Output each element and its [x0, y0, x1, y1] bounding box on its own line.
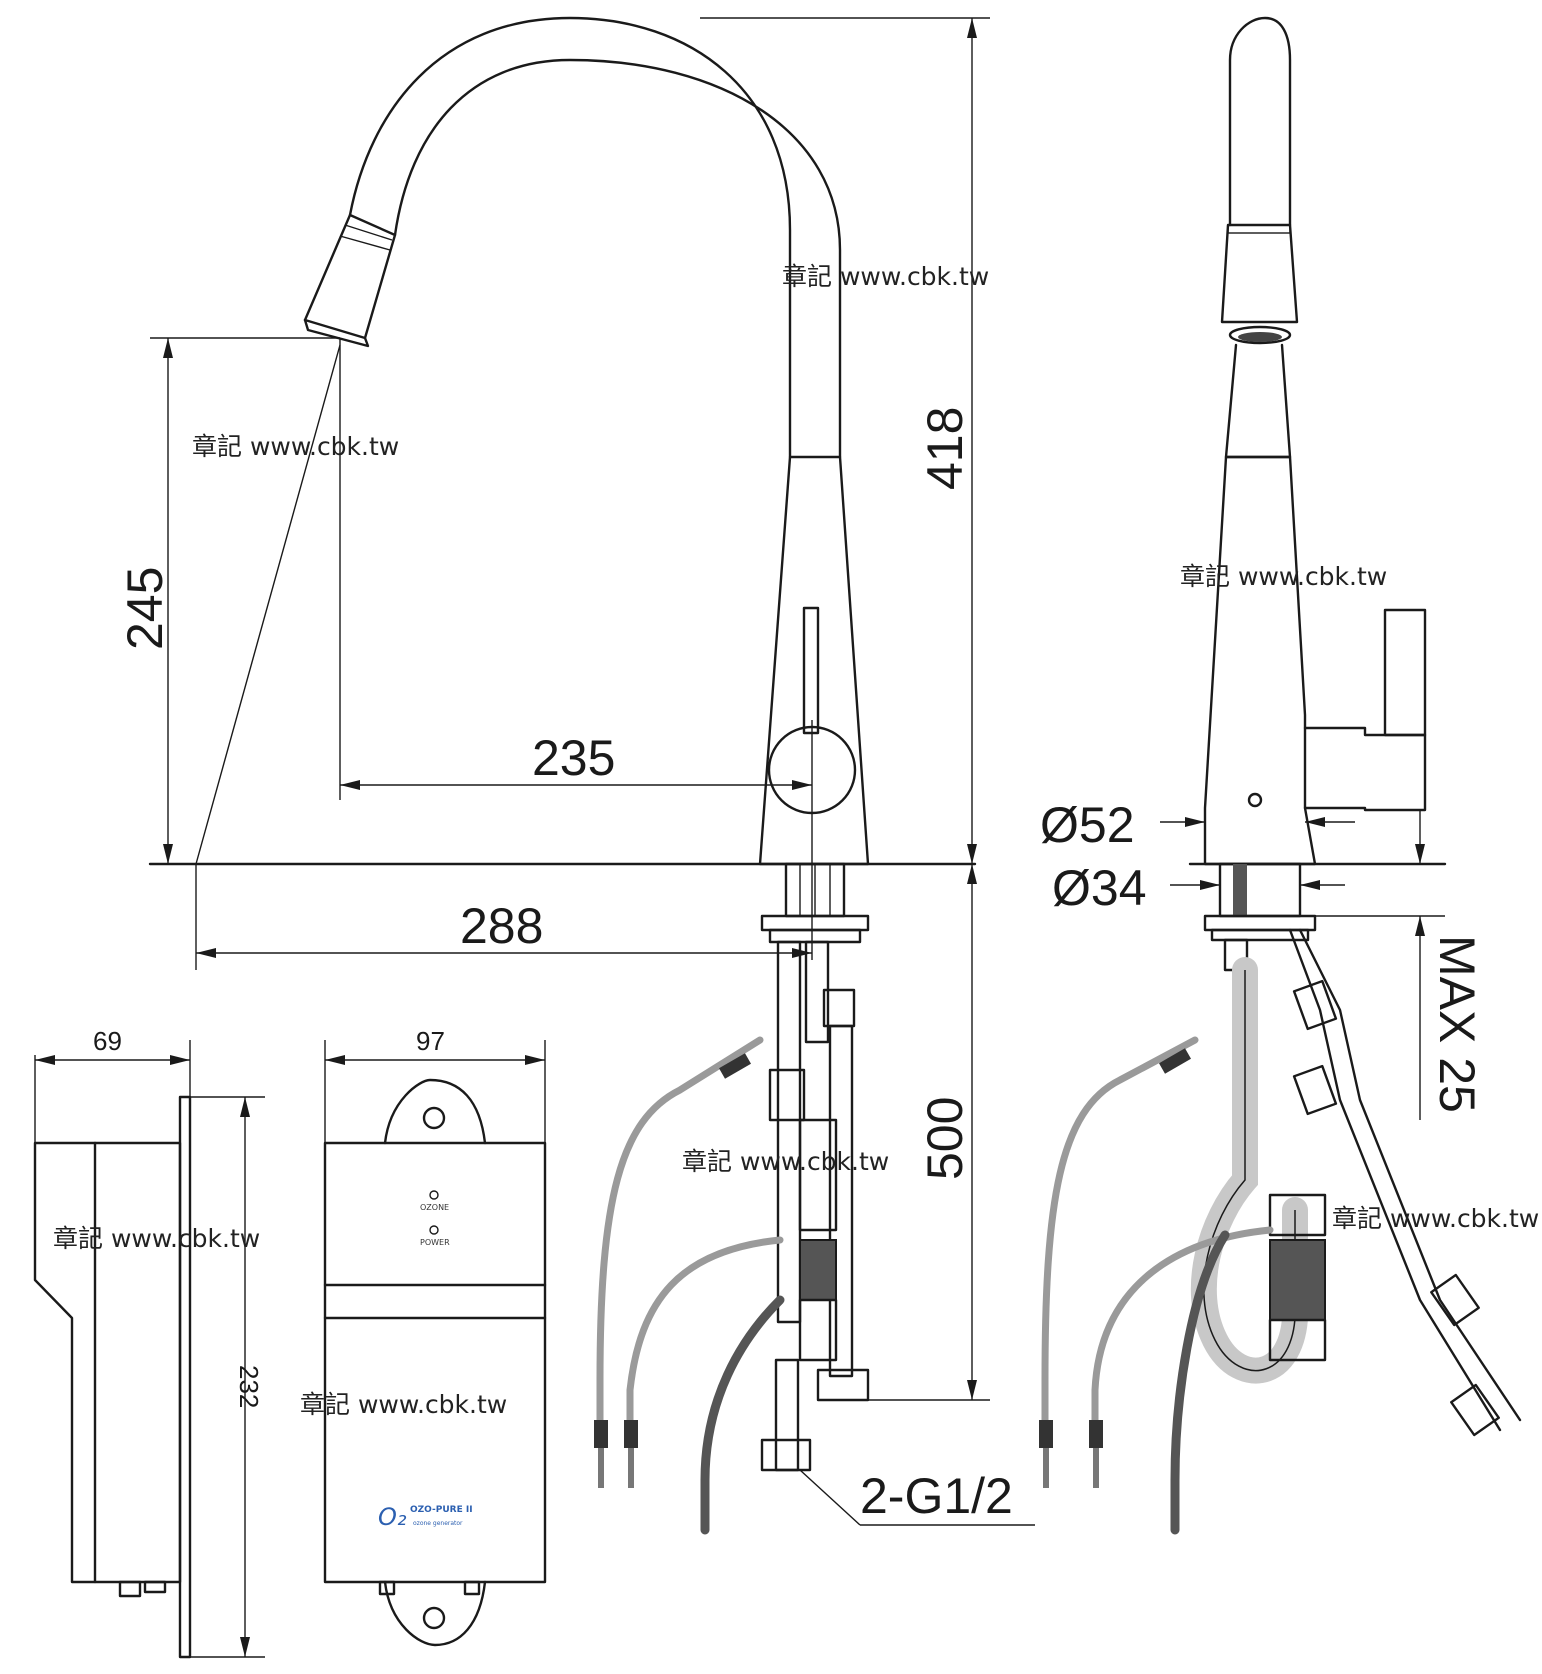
dim-connection: 2-G1/2	[860, 1468, 1013, 1524]
dim-245: 245	[117, 567, 173, 650]
dim-base-diameter: Ø52	[1040, 797, 1135, 853]
side-view-dimensions	[1160, 810, 1445, 1120]
watermark-4: 章記 www.cbk.tw	[682, 1147, 889, 1176]
indicator-ozone-label: OZONE	[420, 1203, 449, 1212]
watermark-3: 章記 www.cbk.tw	[1180, 562, 1387, 591]
dim-418: 418	[917, 407, 973, 490]
watermark-6: 章記 www.cbk.tw	[53, 1224, 260, 1253]
watermark-7: 章記 www.cbk.tw	[300, 1390, 507, 1419]
dim-box-depth: 69	[93, 1026, 122, 1056]
dim-box-width: 97	[416, 1026, 445, 1056]
faucet-front-view	[148, 16, 977, 866]
generator-logo-symbol: O₂	[378, 1503, 407, 1531]
indicator-power-label: POWER	[420, 1238, 450, 1247]
faucet-side-view	[1039, 16, 1522, 1535]
dim-500: 500	[917, 1097, 973, 1180]
generator-logo-name: OZO-PURE II	[410, 1505, 473, 1515]
watermark-1: 章記 www.cbk.tw	[782, 262, 989, 291]
dim-max-thickness: MAX 25	[1429, 935, 1485, 1113]
generator-box-front	[323, 1040, 547, 1647]
front-view-dimensions	[150, 17, 1035, 1526]
dim-shank-diameter: Ø34	[1052, 860, 1147, 916]
dim-235: 235	[532, 730, 615, 786]
generator-logo-sub: ozone generator	[413, 1520, 463, 1527]
dim-box-height: 232	[234, 1365, 264, 1408]
faucet-front-shank	[594, 862, 870, 1535]
watermark-2: 章記 www.cbk.tw	[192, 432, 399, 461]
dim-288: 288	[460, 898, 543, 954]
generator-box-side	[33, 1040, 265, 1659]
watermark-5: 章記 www.cbk.tw	[1332, 1204, 1539, 1233]
